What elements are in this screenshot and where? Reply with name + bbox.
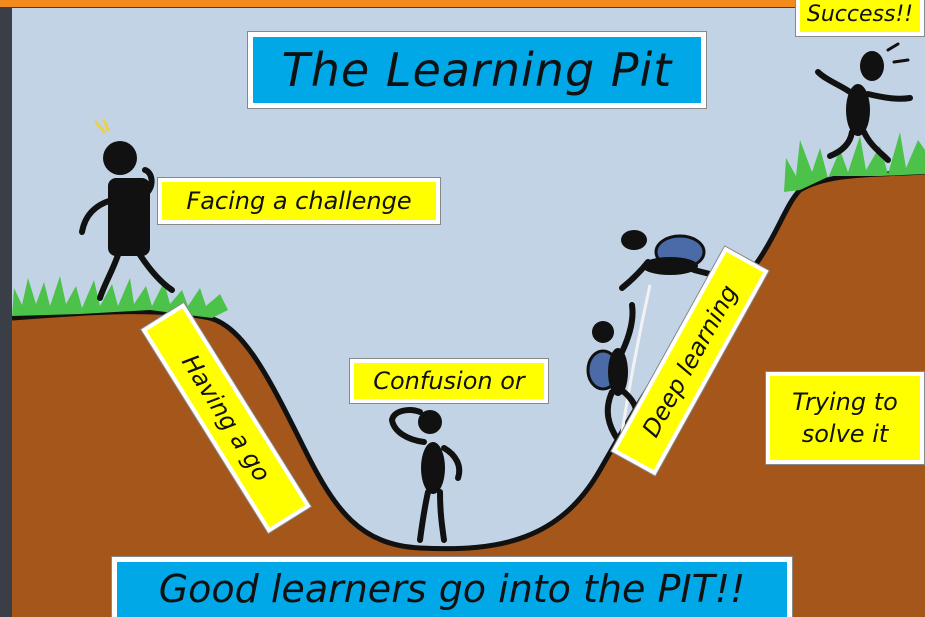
bottom-banner-text: Good learners go into the PIT!! (117, 562, 787, 617)
success-label: Success!! (796, 0, 924, 36)
facing-challenge-text: Facing a challenge (162, 182, 436, 220)
success-text: Success!! (800, 0, 920, 32)
stick-figure-celebrating (815, 42, 913, 163)
grass-right (784, 132, 925, 192)
top-accent-bar (0, 0, 800, 7)
ground-outline (11, 169, 925, 552)
trying-to-solve-label: Trying to solve it (766, 372, 924, 464)
page-title: The Learning Pit (253, 37, 701, 103)
climbing-rope (618, 284, 652, 446)
ground-terrain (12, 172, 925, 617)
stick-figure-confused (388, 407, 463, 543)
title-banner: The Learning Pit (248, 32, 706, 108)
stick-figure-climbing (586, 302, 641, 443)
trying-to-solve-text: Trying to solve it (770, 376, 920, 460)
stick-figure-helping (619, 230, 721, 291)
stick-figure-thinking (79, 118, 175, 301)
confusion-label: Confusion or (350, 359, 548, 403)
facing-challenge-label: Facing a challenge (158, 178, 440, 224)
confusion-text: Confusion or (354, 363, 544, 399)
bottom-banner: Good learners go into the PIT!! (112, 557, 792, 617)
